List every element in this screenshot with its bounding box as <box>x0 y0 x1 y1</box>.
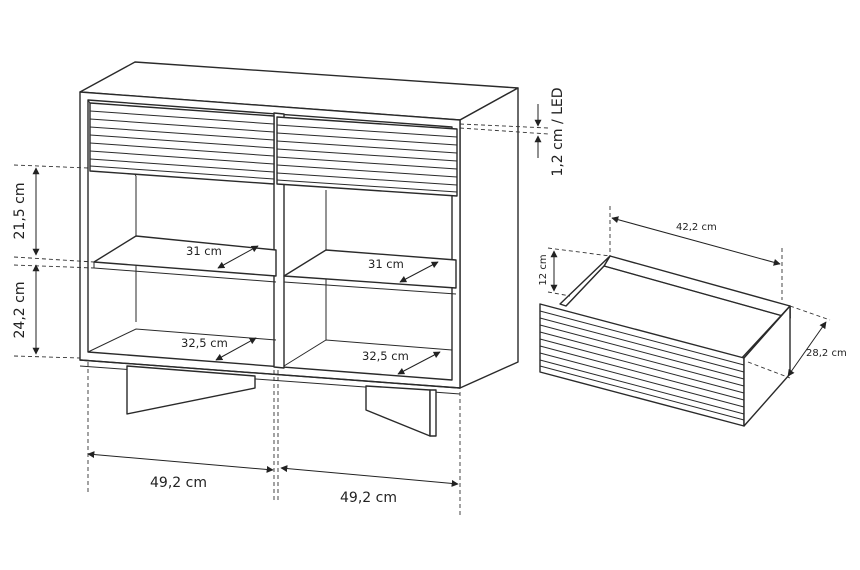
drawer-width-label: 42,2 cm <box>676 222 717 233</box>
drawer-detail: 42,2 cm 12 cm 28,2 cm <box>538 206 847 427</box>
right-drawer-front <box>276 116 458 197</box>
height-dimensions: 21,5 cm 24,2 cm <box>12 164 95 359</box>
shelf-depth-dimensions: 31 cm 31 cm 32,5 cm 32,5 cm <box>181 244 441 375</box>
shelf-depth-left-bottom-label: 32,5 cm <box>181 336 228 350</box>
led-dimension: 1,2 cm / LED <box>459 87 566 177</box>
height-top-label: 21,5 cm <box>12 183 28 240</box>
shelf-depth-right-bottom-label: 32,5 cm <box>362 349 409 363</box>
sideboard-legs <box>126 365 437 437</box>
drawer-height-label: 12 cm <box>538 254 549 285</box>
width-left-label: 49,2 cm <box>150 475 207 491</box>
shelf-depth-right-top-label: 31 cm <box>368 257 404 271</box>
width-right-label: 49,2 cm <box>340 490 397 506</box>
shelf-depth-left-top-label: 31 cm <box>186 244 222 258</box>
left-drawer-front <box>89 102 275 185</box>
height-bottom-label: 24,2 cm <box>12 282 28 339</box>
sideboard <box>79 61 519 437</box>
led-label: 1,2 cm / LED <box>550 87 566 176</box>
bottom-shelf <box>87 328 453 367</box>
drawer-front-panel <box>539 303 745 427</box>
width-dimensions: 49,2 cm 49,2 cm <box>87 362 461 518</box>
sideboard-side-panel <box>459 87 519 389</box>
drawer-depth-label: 28,2 cm <box>806 348 847 359</box>
